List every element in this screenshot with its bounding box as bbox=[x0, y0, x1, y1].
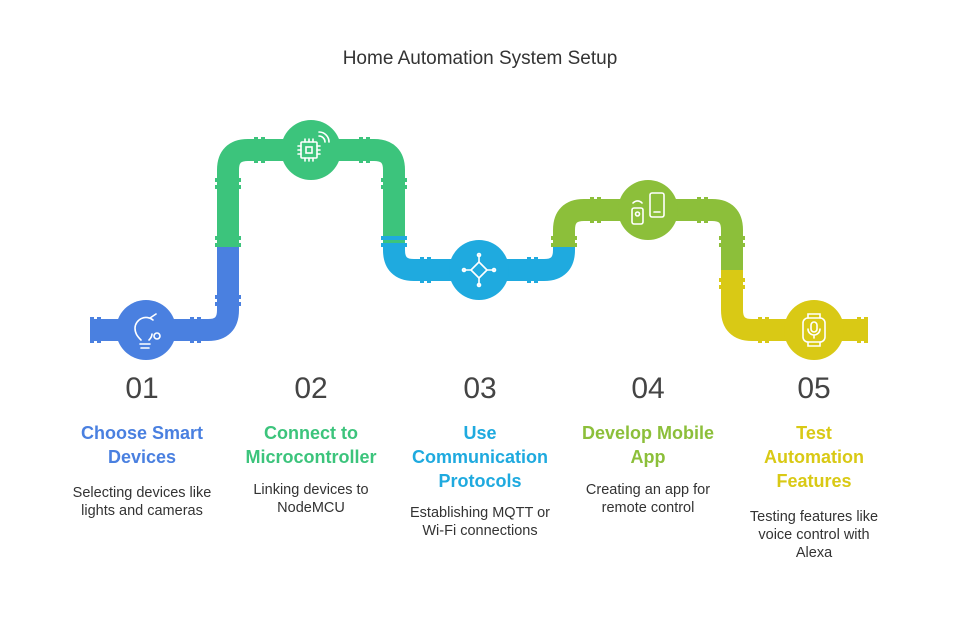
step-number: 03 bbox=[463, 372, 497, 405]
step-description: Selecting devices like lights and camera… bbox=[72, 485, 212, 519]
node-connect-microcontroller bbox=[281, 120, 341, 180]
step-description: Testing features like voice control with… bbox=[749, 509, 879, 561]
network-hub-icon bbox=[461, 252, 497, 288]
step-title: Use Communication Protocols bbox=[411, 423, 548, 491]
step-number: 02 bbox=[294, 372, 328, 405]
smartwatch-mic-icon bbox=[802, 313, 826, 347]
pipe-segment-5 bbox=[721, 270, 866, 341]
step-description: Linking devices to NodeMCU bbox=[253, 482, 369, 516]
step-number: 05 bbox=[797, 372, 831, 405]
node-communication-protocols bbox=[449, 240, 509, 300]
step-number: 04 bbox=[631, 372, 665, 405]
pipe-joints bbox=[90, 137, 868, 343]
step-title: Test Automation Features bbox=[764, 423, 864, 491]
step-title: Choose Smart Devices bbox=[80, 423, 204, 467]
step-description: Establishing MQTT or Wi-Fi connections bbox=[410, 505, 550, 539]
microchip-wifi-icon bbox=[297, 131, 330, 162]
smartphone-remote-icon bbox=[631, 192, 665, 225]
node-choose-smart-devices bbox=[116, 300, 176, 360]
page-title: Home Automation System Setup bbox=[342, 48, 618, 69]
lightbulb-gear-icon bbox=[134, 313, 161, 349]
step-title: Develop Mobile App bbox=[581, 423, 715, 467]
node-develop-mobile-app bbox=[618, 180, 678, 240]
step-number: 01 bbox=[125, 372, 159, 405]
pipe-segment-1 bbox=[92, 245, 239, 341]
node-test-automation bbox=[784, 300, 844, 360]
step-description: Creating an app for remote control bbox=[585, 482, 711, 516]
step-title: Connect to Microcontroller bbox=[245, 423, 377, 467]
